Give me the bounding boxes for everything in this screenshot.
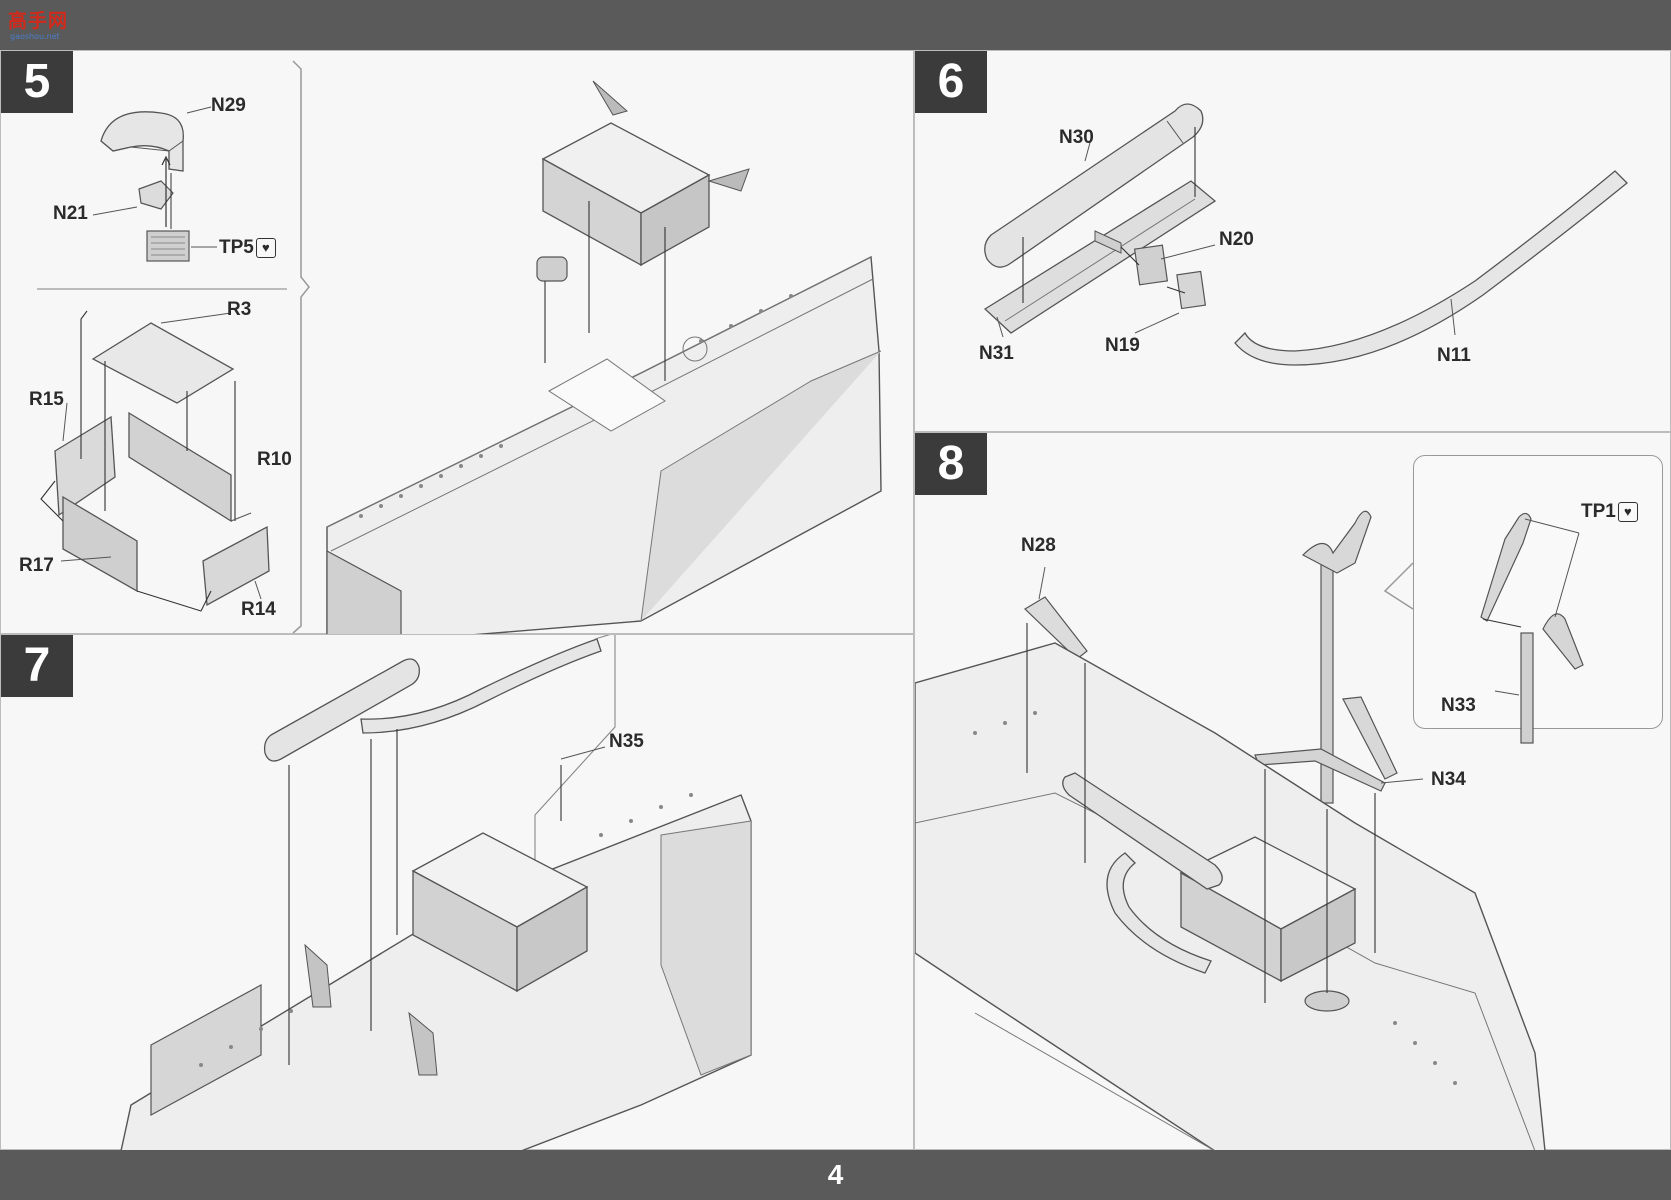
label-r14: R14 bbox=[241, 599, 276, 620]
logo-text: 高手网 bbox=[8, 10, 69, 32]
page-number: 4 bbox=[827, 1159, 844, 1190]
label-tp5: TP5♥ bbox=[219, 237, 276, 259]
step-7-panel: 7 N35 bbox=[0, 634, 914, 1151]
label-n31: N31 bbox=[979, 343, 1014, 364]
label-tp1-text: TP1 bbox=[1581, 501, 1616, 522]
step-8-illustration bbox=[915, 510, 1584, 1151]
label-n29: N29 bbox=[211, 95, 246, 116]
label-n19: N19 bbox=[1105, 335, 1140, 356]
step-7-illustration bbox=[120, 635, 752, 1151]
label-n28: N28 bbox=[1021, 535, 1056, 556]
site-logo: 高手网 gaoshou.net bbox=[8, 6, 70, 44]
step-8-panel: 8 bbox=[914, 432, 1671, 1151]
step-5-illustration bbox=[37, 60, 882, 635]
step-6-panel: 6 N30 N20 N31 N19 N11 bbox=[914, 50, 1671, 432]
label-n30: N30 bbox=[1059, 127, 1094, 148]
label-tp1: TP1♥ bbox=[1581, 501, 1638, 523]
label-n35: N35 bbox=[609, 731, 644, 752]
step-5-panel: 5 bbox=[0, 50, 914, 635]
label-n20: N20 bbox=[1219, 229, 1254, 250]
label-r3: R3 bbox=[227, 299, 252, 320]
top-bar: 高手网 gaoshou.net bbox=[0, 0, 1671, 50]
label-r10: R10 bbox=[257, 449, 292, 470]
label-n33: N33 bbox=[1441, 695, 1476, 716]
broken-heart-icon: ♥ bbox=[1617, 501, 1638, 522]
broken-heart-icon: ♥ bbox=[255, 237, 276, 258]
logo-subtext: gaoshou.net bbox=[10, 32, 60, 41]
label-n21: N21 bbox=[53, 203, 88, 224]
label-tp5-text: TP5 bbox=[219, 237, 254, 258]
instruction-page: 5 bbox=[0, 50, 1671, 1151]
step-8-number: 8 bbox=[915, 433, 987, 495]
step-5-number: 5 bbox=[1, 51, 73, 113]
label-n34: N34 bbox=[1431, 769, 1466, 790]
label-r15: R15 bbox=[29, 389, 64, 410]
step-7-number: 7 bbox=[1, 635, 73, 697]
step-6-number: 6 bbox=[915, 51, 987, 113]
bottom-bar bbox=[0, 1150, 1671, 1200]
label-r17: R17 bbox=[19, 555, 54, 576]
step-6-illustration bbox=[983, 103, 1628, 366]
step-8-detail-callout bbox=[1413, 455, 1663, 729]
label-n11: N11 bbox=[1437, 345, 1471, 366]
